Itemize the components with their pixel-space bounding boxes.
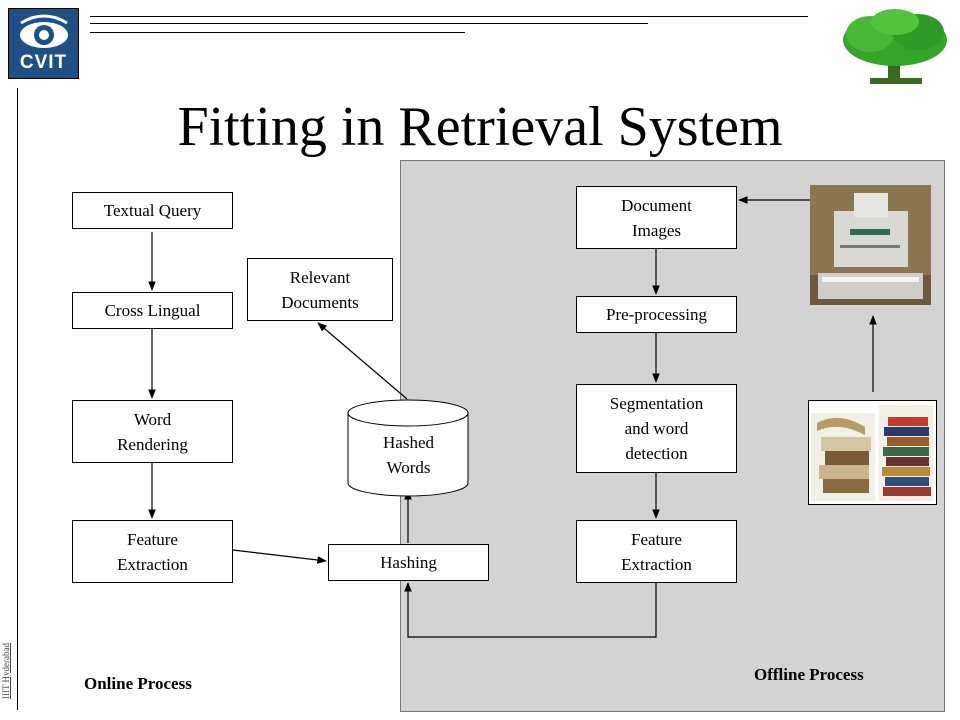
header-rule-3: [90, 32, 465, 33]
cvit-logo: CVIT: [8, 8, 79, 79]
cross-lingual-box: Cross Lingual: [72, 292, 233, 329]
header-rule-1: [90, 16, 808, 17]
online-feature-extraction-box: Feature Extraction: [72, 520, 233, 583]
document-images-box: Document Images: [576, 186, 737, 249]
online-process-label: Online Process: [84, 674, 192, 693]
hashed-words-label: Hashed Words: [383, 433, 434, 477]
eye-icon: [20, 14, 68, 48]
hashed-words-cylinder: [347, 399, 469, 497]
logo-text: CVIT: [19, 52, 68, 73]
offline-feature-extraction-box: Feature Extraction: [576, 520, 737, 583]
arrow-feature-to-hashing: [232, 549, 327, 564]
page-title: Fitting in Retrieval System: [177, 96, 783, 158]
arrow-offline-feature-to-hashing: [404, 582, 657, 638]
relevant-documents-box: Relevant Documents: [247, 258, 393, 321]
word-rendering-box: Word Rendering: [72, 400, 233, 463]
pre-processing-box: Pre-processing: [576, 296, 737, 333]
books-photo: [808, 400, 937, 505]
left-margin-rule: [17, 88, 18, 710]
textual-query-box: Textual Query: [72, 192, 233, 229]
scanner-photo: [810, 185, 931, 305]
tree-logo: [843, 9, 947, 84]
segmentation-box: Segmentation and word detection: [576, 384, 737, 473]
header-rule-2: [90, 23, 648, 24]
arrow-hashedwords-to-relevant: [317, 322, 408, 400]
offline-process-label: Offline Process: [754, 665, 864, 684]
hashing-box: Hashing: [328, 544, 489, 581]
